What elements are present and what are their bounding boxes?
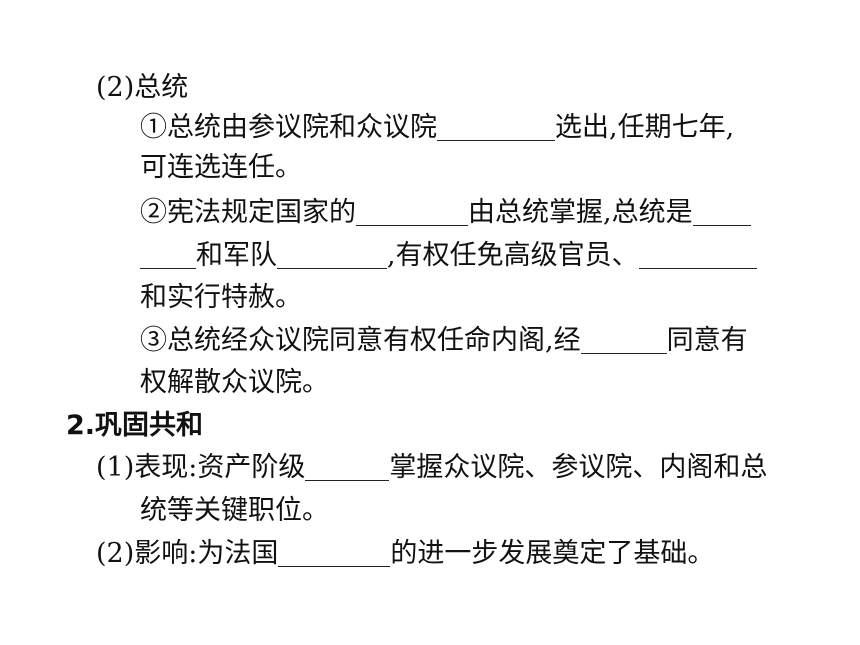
president-item2-line1: ②宪法规定国家的 由总统掌握,总统是 <box>140 195 751 231</box>
fill-blank-4[interactable] <box>277 238 387 269</box>
consolidate-item2-text-b: 的进一步发展奠定了基础。 <box>390 538 715 569</box>
consolidate-item2-line1: (2)影响:为法国 的进一步发展奠定了基础。 <box>96 536 714 572</box>
fill-blank-8[interactable] <box>278 536 391 567</box>
president-item2-text-c: 和军队 <box>196 240 277 271</box>
president-item2-line3: 和实行特赦。 <box>140 280 302 316</box>
fill-blank-2[interactable] <box>356 195 468 226</box>
consolidate-item1-text-b: 掌握众议院、参议院、内阁和总 <box>389 452 768 483</box>
president-item3-text-b: 同意有 <box>666 325 748 356</box>
president-item2-text-a: ②宪法规定国家的 <box>140 197 356 228</box>
consolidate-item1-text-c: 统等关键职位。 <box>140 495 329 526</box>
president-item1-line2: 可连选连任。 <box>140 150 302 186</box>
fill-blank-5[interactable] <box>638 238 757 269</box>
fill-blank-6[interactable] <box>580 323 667 354</box>
president-item2-text-b: 由总统掌握,总统是 <box>468 197 693 228</box>
subheading-president: (2)总统 <box>96 70 188 106</box>
consolidate-item1-line1: (1)表现:资产阶级 掌握众议院、参议院、内阁和总 <box>96 450 767 486</box>
president-item1-text-b: 选出,任期七年, <box>555 112 735 143</box>
consolidate-item1-text-a: (1)表现:资产阶级 <box>96 452 306 483</box>
fill-blank-3b[interactable] <box>140 238 196 269</box>
president-item1-text-a: ①总统由参议院和众议院 <box>140 112 437 143</box>
fill-blank-7[interactable] <box>305 450 390 481</box>
section-title-consolidate-republic: 2.巩固共和 <box>66 408 203 444</box>
consolidate-item1-line2: 统等关键职位。 <box>140 493 329 529</box>
fill-blank-1[interactable] <box>437 110 555 141</box>
president-item1-text-c: 可连选连任。 <box>140 152 302 183</box>
president-item3-text-a: ③总统经众议院同意有权任命内阁,经 <box>140 325 581 356</box>
president-item2-line2: 和军队 ,有权任免高级官员、 <box>140 238 757 274</box>
president-item3-line2: 权解散众议院。 <box>140 365 329 401</box>
president-item2-text-d: ,有权任免高级官员、 <box>387 240 639 271</box>
president-item3-line1: ③总统经众议院同意有权任命内阁,经 同意有 <box>140 323 748 359</box>
president-item3-text-c: 权解散众议院。 <box>140 367 329 398</box>
president-item2-text-e: 和实行特赦。 <box>140 282 302 313</box>
subheading-president-text: (2)总统 <box>96 72 189 103</box>
fill-blank-3a[interactable] <box>692 195 751 226</box>
section-title-text: 2.巩固共和 <box>66 410 204 441</box>
president-item1-line1: ①总统由参议院和众议院 选出,任期七年, <box>140 110 734 146</box>
consolidate-item2-text-a: (2)影响:为法国 <box>96 538 279 569</box>
